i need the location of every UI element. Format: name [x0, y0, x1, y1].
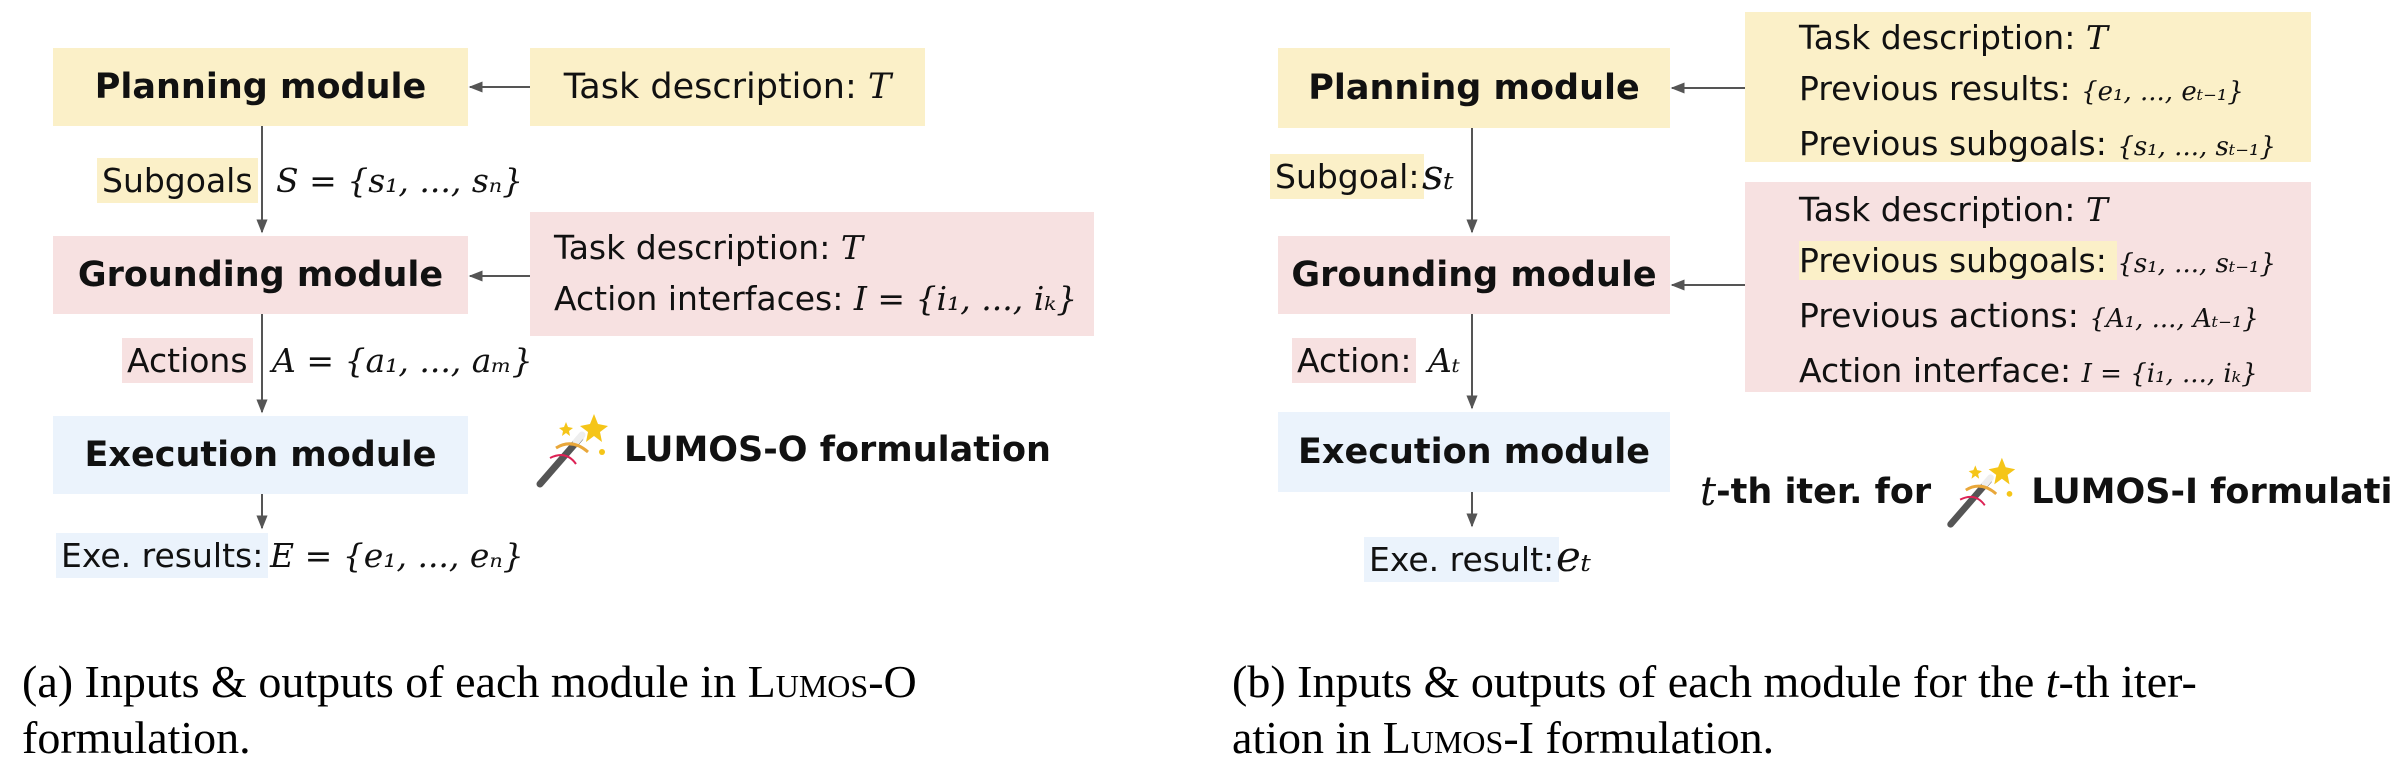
- magic-wand-icon: [1947, 457, 2016, 528]
- grounding-module-label-right: Grounding module: [1291, 255, 1657, 295]
- execution-module-right: Execution module: [1278, 412, 1670, 492]
- execution-module-label: Execution module: [84, 435, 437, 475]
- grounding-input-line-1: Task description: T: [554, 228, 863, 267]
- subgoals-highlight: Subgoals: [97, 158, 258, 203]
- task-description-box-left: Task description: T: [530, 48, 925, 126]
- grounding-input-line-3-right: Previous actions: {A₁, ..., Aₜ₋₁}: [1799, 296, 2259, 335]
- exe-results-math-left: E = {e₁, ..., eₙ}: [270, 536, 524, 575]
- grounding-inputs-box-left: Task description: T Action interfaces: I…: [530, 212, 1094, 336]
- grounding-input-line-2: Action interfaces: I = {i₁, ..., iₖ}: [554, 279, 1078, 318]
- lumos-o-formulation: LUMOS-O formulation: [532, 408, 1051, 492]
- task-description-label: Task description:: [563, 67, 868, 107]
- execution-module-left: Execution module: [53, 416, 468, 494]
- subgoals-label-left: Subgoals: [97, 158, 258, 203]
- lumos-i-formulation-label: LUMOS-I formulation: [2031, 472, 2392, 512]
- exe-result-label-right: Exe. result:: [1364, 537, 1560, 582]
- actions-math-left: A = {a₁, ..., aₘ}: [272, 341, 533, 380]
- execution-module-label-right: Execution module: [1298, 432, 1650, 472]
- iteration-math: t: [1700, 469, 1717, 515]
- caption-right-line-1: (b) Inputs & outputs of each module for …: [1232, 656, 2197, 707]
- caption-left: (a) Inputs & outputs of each module in L…: [22, 654, 1172, 766]
- lumos-o-formulation-label: LUMOS-O formulation: [624, 430, 1051, 470]
- grounding-input-line-4-right: Action interface: I = {i₁, ..., iₖ}: [1799, 351, 2258, 390]
- action-highlight: Action:: [1292, 338, 1417, 383]
- grounding-input-line-1-right: Task description: T: [1799, 190, 2108, 229]
- grounding-module-left: Grounding module: [53, 236, 468, 314]
- grounding-module-label: Grounding module: [77, 255, 444, 295]
- magic-wand-icon: [536, 414, 608, 488]
- caption-left-line-2: formulation.: [22, 712, 251, 763]
- subgoals-math-left: S = {s₁, ..., sₙ}: [276, 161, 524, 200]
- planning-module-right: Planning module: [1278, 48, 1670, 128]
- lumos-i-formulation: t-th iter. for LUMOS-I formulation: [1700, 452, 2392, 532]
- grounding-input-line-2-right: Previous subgoals: {s₁, ..., sₜ₋₁}: [1799, 241, 2276, 280]
- iteration-text: -th iter. for: [1716, 472, 1932, 512]
- planning-module-label: Planning module: [94, 67, 427, 107]
- exe-results-label-left: Exe. results:: [56, 533, 269, 578]
- caption-right-line-2: ation in Lumos-I formulation.: [1232, 712, 1775, 763]
- grounding-inputs-box-right: Task description: T Previous subgoals: {…: [1745, 182, 2311, 392]
- subgoal-label-right: Subgoal:: [1270, 154, 1425, 199]
- planning-input-line-3: Previous subgoals: {s₁, ..., sₜ₋₁}: [1799, 124, 2276, 163]
- caption-left-line-1: (a) Inputs & outputs of each module in L…: [22, 656, 917, 707]
- planning-input-line-2: Previous results: {e₁, ..., eₜ₋₁}: [1799, 69, 2244, 108]
- exe-results-highlight: Exe. results:: [56, 533, 269, 578]
- subgoal-math-right: sₜ: [1422, 150, 1454, 199]
- exe-result-math-right: eₜ: [1556, 532, 1592, 581]
- planning-module-label-right: Planning module: [1308, 68, 1640, 108]
- actions-label-left: Actions: [122, 338, 253, 383]
- planning-module-left: Planning module: [53, 48, 468, 126]
- task-math: T: [867, 67, 892, 107]
- action-label-right: Action:: [1292, 338, 1417, 383]
- planning-inputs-box-right: Task description: T Previous results: {e…: [1745, 12, 2311, 163]
- subgoal-highlight: Subgoal:: [1270, 154, 1425, 199]
- action-math-right: Aₜ: [1428, 341, 1460, 380]
- caption-right: (b) Inputs & outputs of each module for …: [1232, 654, 2382, 766]
- actions-highlight: Actions: [122, 338, 253, 383]
- planning-input-line-1: Task description: T: [1799, 18, 2108, 57]
- exe-result-highlight: Exe. result:: [1364, 537, 1560, 582]
- grounding-module-right: Grounding module: [1278, 236, 1670, 314]
